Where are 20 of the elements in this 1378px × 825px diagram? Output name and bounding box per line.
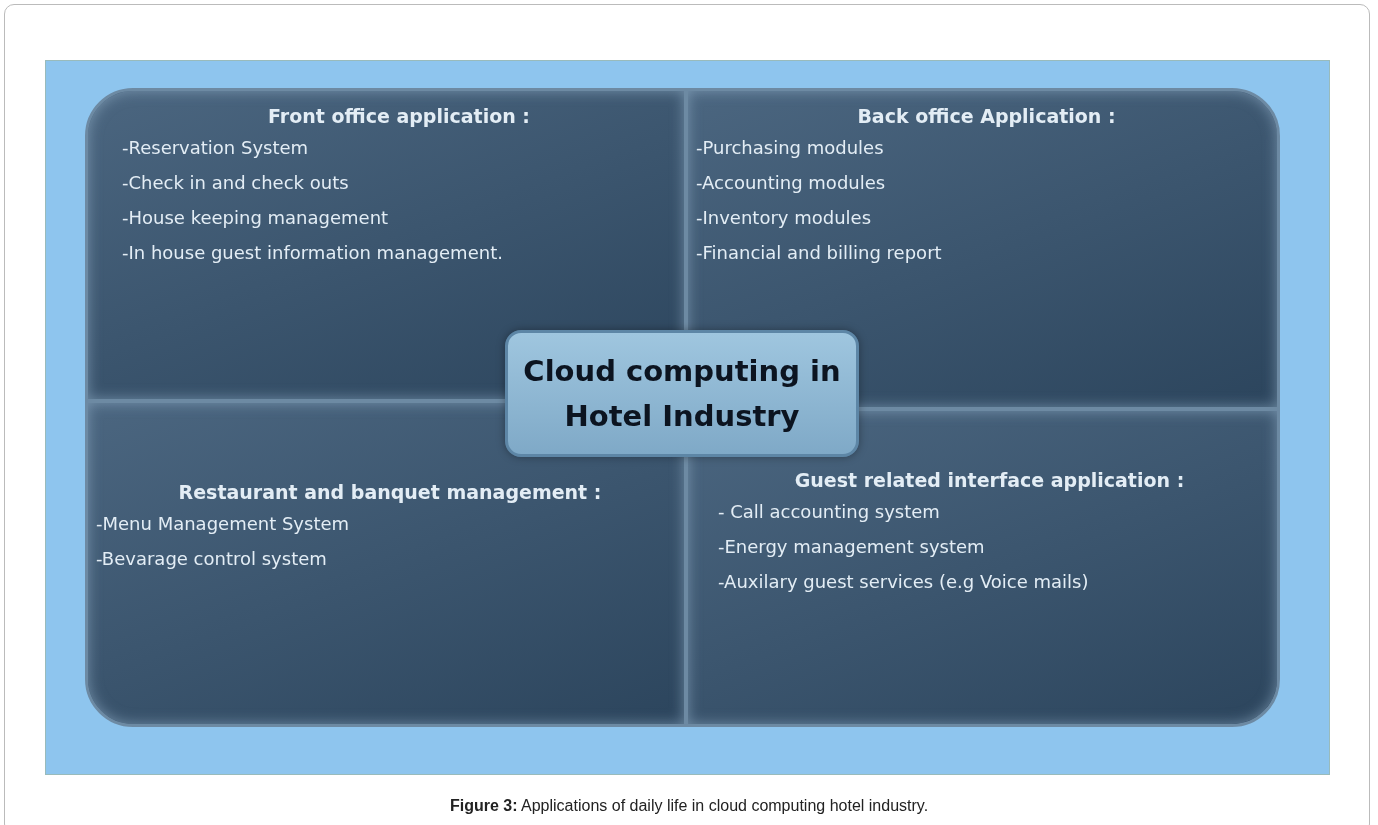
- list-item: -Financial and billing report: [696, 242, 943, 263]
- list-item: -In house guest information management.: [121, 242, 504, 263]
- list-item: -Menu Management System: [96, 513, 351, 534]
- section-heading: Restaurant and banquet management :: [177, 481, 603, 503]
- figure-caption: Figure 3: Applications of daily life in cloud computing hotel industry.: [448, 797, 930, 815]
- section-heading: Front office application :: [267, 105, 531, 127]
- list-item: -Check in and check outs: [121, 172, 350, 193]
- center-title: Cloud computing in Hotel Industry: [522, 352, 842, 435]
- list-item: -House keeping management: [121, 207, 390, 228]
- list-item: -Reservation System: [121, 137, 310, 158]
- list-item: -Accounting modules: [696, 172, 887, 193]
- list-item: -Bevarage control system: [96, 548, 328, 569]
- section-heading: Back office Application :: [856, 105, 1117, 127]
- list-item: -Inventory modules: [696, 207, 873, 228]
- list-item: -Auxilary guest services (e.g Voice mails): [717, 571, 1090, 592]
- list-item: -Purchasing modules: [696, 137, 885, 158]
- list-item: - Call accounting system: [717, 501, 941, 522]
- list-item: -Energy management system: [717, 536, 986, 557]
- section-heading: Guest related interface application :: [793, 469, 1186, 491]
- center-box: [505, 330, 859, 457]
